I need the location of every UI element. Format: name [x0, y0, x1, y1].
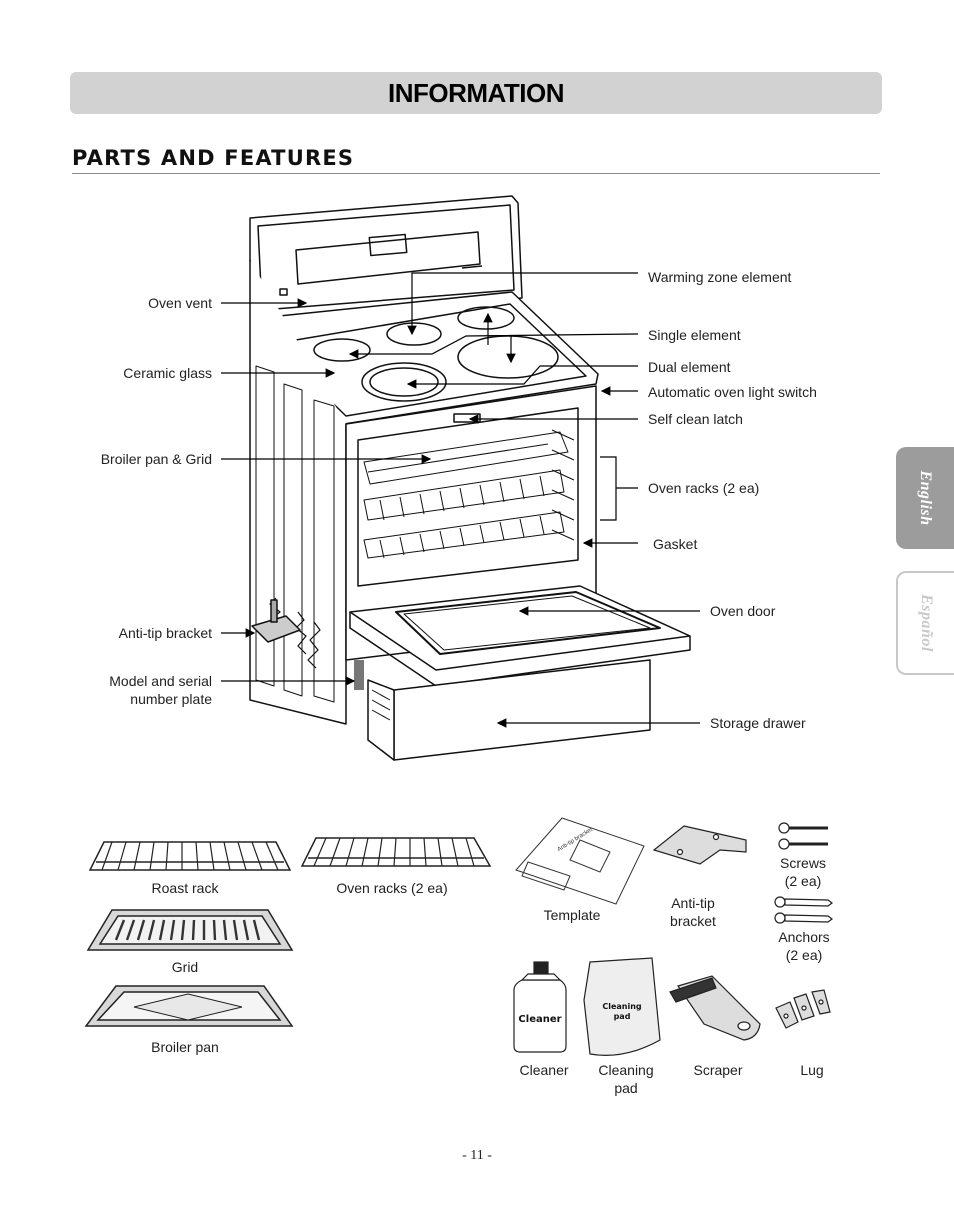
label-anchors-line1: Anchors	[778, 929, 830, 945]
banner-title: INFORMATION	[388, 78, 565, 108]
page-number: - 11 -	[462, 1148, 492, 1163]
label-scraper: Scraper	[693, 1062, 743, 1078]
label-gasket: Gasket	[653, 536, 698, 552]
label-broiler-pan-grid: Broiler pan & Grid	[100, 451, 212, 467]
label-storage-drawer: Storage drawer	[710, 715, 806, 731]
range-illustration	[249, 195, 691, 761]
label-cleaning-pad-line1: Cleaning	[598, 1062, 654, 1078]
anchors-image	[774, 896, 833, 924]
label-model-serial-line1: Model and serial	[109, 673, 212, 689]
label-anti-tip-bracket: Anti-tip bracket	[118, 625, 212, 641]
single-burner	[386, 322, 442, 346]
label-ceramic-glass: Ceramic glass	[123, 365, 212, 381]
label-screws: Screws (2 ea)	[768, 854, 838, 890]
tab-espanol[interactable]: Español	[896, 571, 954, 675]
lug-image	[775, 989, 831, 1029]
label-grid: Grid	[171, 959, 199, 975]
label-roast-rack: Roast rack	[151, 880, 219, 896]
anti-tip-bracket-image	[652, 825, 747, 865]
warming-zone-burner	[313, 338, 371, 362]
label-cleaner: Cleaner	[519, 1062, 569, 1078]
label-acc-oven-racks: Oven racks (2 ea)	[336, 880, 448, 896]
label-anchors: Anchors (2 ea)	[768, 928, 840, 964]
tab-english[interactable]: English	[896, 447, 954, 549]
label-model-serial: Model and serial number plate	[109, 672, 212, 708]
pad-print-1: Cleaning	[602, 1002, 642, 1011]
label-oven-vent: Oven vent	[148, 295, 212, 311]
label-model-serial-line2: number plate	[130, 691, 212, 707]
label-oven-door: Oven door	[710, 603, 776, 619]
label-lug: Lug	[800, 1062, 824, 1078]
label-oven-racks: Oven racks (2 ea)	[648, 480, 760, 496]
pad-print-2: pad	[614, 1012, 631, 1021]
latch-detail	[453, 413, 481, 423]
label-anchors-line2: (2 ea)	[785, 947, 823, 963]
label-cleaning-pad-line2: pad	[614, 1080, 638, 1096]
label-screws-line1: Screws	[780, 855, 826, 871]
oven-rack-image	[300, 837, 492, 867]
label-oven-light-switch: Automatic oven light switch	[648, 384, 817, 400]
template-image: Anti-tip bracket	[515, 817, 645, 905]
section-rule	[72, 173, 880, 174]
label-dual-element: Dual element	[648, 359, 731, 375]
scraper-image	[669, 975, 761, 1041]
label-anti-tip: Anti-tip bracket	[652, 894, 734, 930]
burner-outer	[361, 362, 447, 402]
model-plate	[354, 660, 364, 690]
label-broiler-pan: Broiler pan	[151, 1039, 219, 1055]
label-cleaning-pad: Cleaning pad	[586, 1061, 666, 1097]
label-warming-zone: Warming zone element	[648, 269, 792, 285]
label-single-element: Single element	[648, 327, 741, 343]
label-self-clean-latch: Self clean latch	[648, 411, 743, 427]
broiler-pan-image	[84, 985, 294, 1027]
label-anti-tip-line2: bracket	[670, 913, 716, 929]
label-template: Template	[543, 907, 601, 923]
label-screws-line2: (2 ea)	[784, 873, 822, 889]
section-title: PARTS AND FEATURES	[72, 146, 355, 170]
roast-rack-image	[88, 841, 292, 871]
cleaner-print: Cleaner	[518, 1014, 561, 1025]
cleaning-pad-image: Cleaning pad	[583, 957, 661, 1056]
header-banner: INFORMATION	[70, 72, 882, 114]
callout-lines	[221, 272, 700, 728]
cleaner-bottle-image: Cleaner	[513, 961, 567, 1053]
screws-image	[778, 822, 828, 850]
grid-image	[86, 909, 294, 951]
label-anti-tip-line1: Anti-tip	[671, 895, 715, 911]
